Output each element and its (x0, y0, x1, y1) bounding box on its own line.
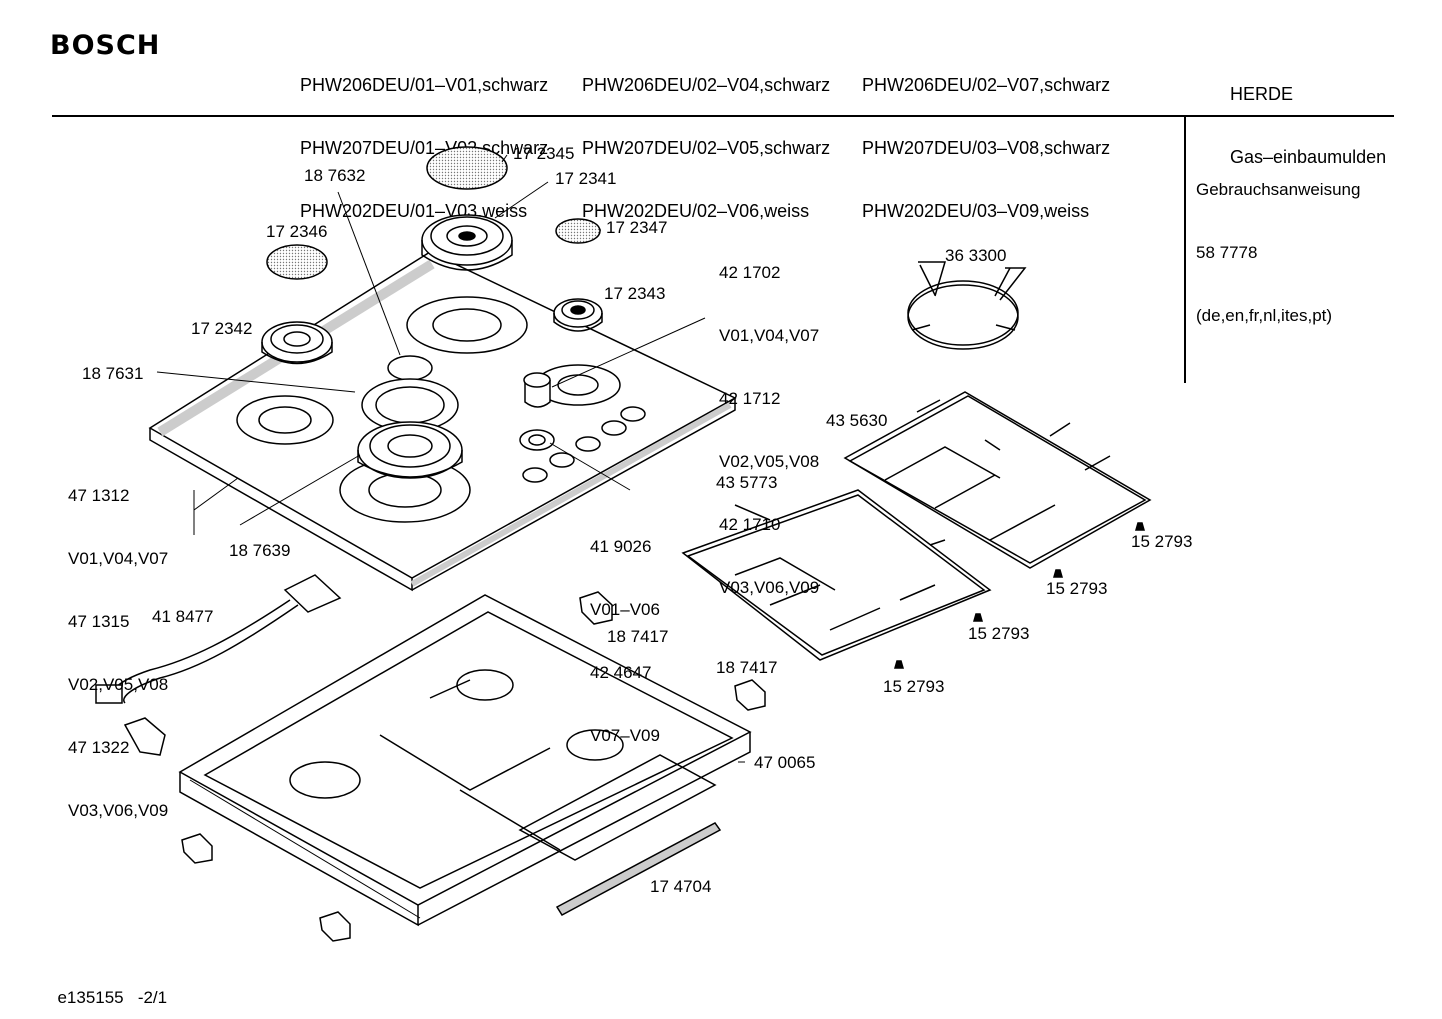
model-list-col3: PHW206DEU/02–V07,schwarz PHW207DEU/03–V0… (862, 33, 1110, 243)
part-label: 18 7632 (304, 166, 366, 185)
model-item: PHW202DEU/03–V09,weiss (862, 201, 1090, 221)
part-label: 17 4704 (650, 877, 712, 896)
variant-label: V07–V09 (590, 726, 660, 745)
leader-lines (156, 154, 745, 919)
manual-title: Gebrauchsanweisung (1196, 180, 1361, 199)
part-label: 18 7417 (716, 658, 778, 677)
burner-cap-large (426, 146, 508, 190)
model-item: PHW207DEU/03–V08,schwarz (862, 138, 1111, 158)
model-list-col2: PHW206DEU/02–V04,schwarz PHW207DEU/02–V0… (582, 33, 830, 243)
part-label: 17 2341 (555, 169, 617, 188)
model-item: PHW206DEU/02–V07,schwarz (862, 75, 1111, 95)
knob-bezel (519, 429, 555, 451)
model-item: PHW207DEU/02–V05,schwarz (582, 138, 831, 158)
model-item: PHW206DEU/01–V01,schwarz (300, 75, 549, 95)
variant-label: V02,V05,V08 (719, 452, 820, 471)
part-label: 15 2793 (968, 624, 1030, 643)
burner-left (261, 321, 333, 365)
part-label: 18 7417 (607, 627, 669, 646)
variant-label: V03,V06,V09 (719, 578, 820, 597)
manual-languages: (de,en,fr,nl,ites,pt) (1196, 306, 1333, 325)
part-label: 17 2346 (266, 222, 328, 241)
part-label: 42 1712 (719, 389, 781, 408)
manual-block: Gebrauchsanweisung 58 7778 (de,en,fr,nl,… (1196, 137, 1360, 347)
seal-strip (555, 822, 722, 916)
model-item: PHW206DEU/02–V04,schwarz (582, 75, 831, 95)
part-label: 15 2793 (1046, 579, 1108, 598)
mounting-bracket (319, 911, 351, 942)
part-label: 41 9026 (590, 537, 652, 556)
part-label: 36 3300 (945, 246, 1007, 265)
part-label: 17 2343 (604, 284, 666, 303)
part-label: 15 2793 (1131, 532, 1193, 551)
part-label: 42 1702 (719, 263, 781, 282)
gas-connector (123, 717, 166, 756)
burner-cap-small (555, 218, 601, 244)
model-item: PHW202DEU/02–V06,weiss (582, 201, 810, 221)
burner-small (553, 298, 603, 332)
burner-wok (357, 355, 463, 479)
variant-label: V02,V05,V08 (68, 675, 169, 694)
part-label: 43 5630 (826, 411, 888, 430)
manual-number: 58 7778 (1196, 243, 1258, 262)
category-block: HERDE Gas–einbaumulden (1230, 42, 1386, 189)
part-label: 41 8477 (152, 607, 214, 626)
part-label: 43 5773 (716, 473, 778, 492)
category-title: HERDE (1230, 84, 1294, 104)
variant-label: V01,V04,V07 (68, 549, 169, 568)
power-cable (95, 574, 342, 704)
category-subtitle: Gas–einbaumulden (1230, 147, 1387, 167)
pan-support-left (681, 489, 992, 661)
burner-cap-medium (266, 244, 328, 280)
part-label: 42 1710 (719, 515, 781, 534)
document-id: e135155 (57, 988, 124, 1007)
part-label-group: 41 9026 V01–V06 42 4647 V07–V09 (590, 494, 660, 767)
brand-logo: BOSCH (50, 30, 161, 61)
part-label: 47 1315 (68, 612, 130, 631)
variant-label: V01–V06 (590, 600, 660, 619)
part-label: 18 7631 (82, 364, 144, 383)
part-label-group: 42 1702 V01,V04,V07 42 1712 V02,V05,V08 … (719, 220, 819, 619)
variant-label: V01,V04,V07 (719, 326, 820, 345)
part-label: 47 1312 (68, 486, 130, 505)
mounting-bracket (181, 833, 213, 864)
page-indicator: -2/1 (137, 988, 168, 1007)
manual-divider (1184, 117, 1186, 383)
mounting-bracket (579, 591, 613, 625)
footer: e135155 -2/1 (48, 968, 167, 1008)
pan-support-right (843, 391, 1152, 569)
part-label: 17 2345 (513, 144, 575, 163)
header-divider (52, 115, 1394, 117)
variant-label: V03,V06,V09 (68, 801, 169, 820)
part-label: 17 2347 (606, 218, 668, 237)
part-label: 17 2342 (191, 319, 253, 338)
mounting-bracket (734, 679, 766, 711)
housing-tray (178, 594, 752, 927)
burner-large (421, 214, 513, 271)
wok-ring (907, 261, 1027, 350)
clip-part (894, 522, 1145, 669)
part-label-group: 47 1312 V01,V04,V07 47 1315 V02,V05,V08 … (68, 443, 168, 842)
part-label: 15 2793 (883, 677, 945, 696)
part-label: 47 0065 (754, 753, 816, 772)
control-knob (523, 372, 551, 408)
part-label: 18 7639 (229, 541, 291, 560)
part-label: 42 4647 (590, 663, 652, 682)
part-label: 47 1322 (68, 738, 130, 757)
